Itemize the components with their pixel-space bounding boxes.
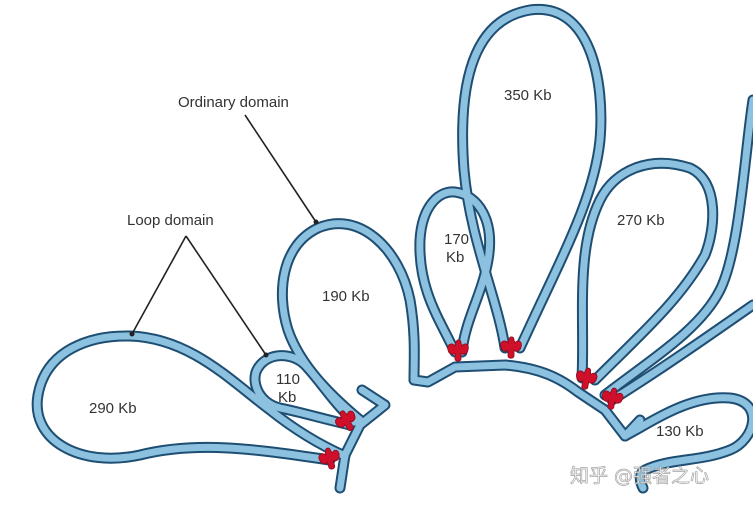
loop-270-label: 270 Kb	[617, 212, 665, 229]
cohesin-markers	[318, 336, 624, 470]
loop-110-label-line2: Kb	[278, 389, 296, 406]
labels: Ordinary domain Loop domain 290 Kb 110 K…	[89, 87, 704, 440]
loop-290-label: 290 Kb	[89, 400, 137, 417]
watermark: 知乎 @强者之心	[570, 465, 709, 487]
cohesin-ring	[576, 367, 598, 390]
annotation-pointers	[129, 114, 319, 358]
cohesin-ring	[318, 447, 340, 470]
cohesin-ring	[500, 336, 522, 359]
loop-domain-pointer-b	[185, 235, 267, 356]
ordinary-domain-label: Ordinary domain	[178, 94, 289, 111]
loop-domain-pointer-a-dot	[129, 331, 135, 337]
fiber-outlines	[31, 4, 753, 494]
loop-350-label: 350 Kb	[504, 87, 552, 104]
loop-170-label-line1: 170	[444, 231, 469, 248]
loop-190-label: 190 Kb	[322, 288, 370, 305]
loop-190-fiber	[276, 218, 420, 426]
loop-domain-label: Loop domain	[127, 212, 214, 229]
loop-domain-pointer-b-dot	[263, 352, 269, 358]
cohesin-ring	[335, 410, 356, 431]
loop-domain-pointer-a	[131, 235, 187, 335]
ordinary-domain-pointer-dot	[313, 219, 319, 225]
fiber-fills	[33, 6, 753, 492]
ordinary-domain-pointer	[244, 114, 317, 223]
loop-170-fiber	[414, 186, 495, 358]
cohesin-ring	[447, 339, 469, 362]
loop-170-label-line2: Kb	[446, 249, 464, 266]
loop-110-label-line1: 110	[276, 371, 300, 388]
cohesin-ring	[602, 387, 624, 410]
loop-130-label: 130 Kb	[656, 423, 704, 440]
